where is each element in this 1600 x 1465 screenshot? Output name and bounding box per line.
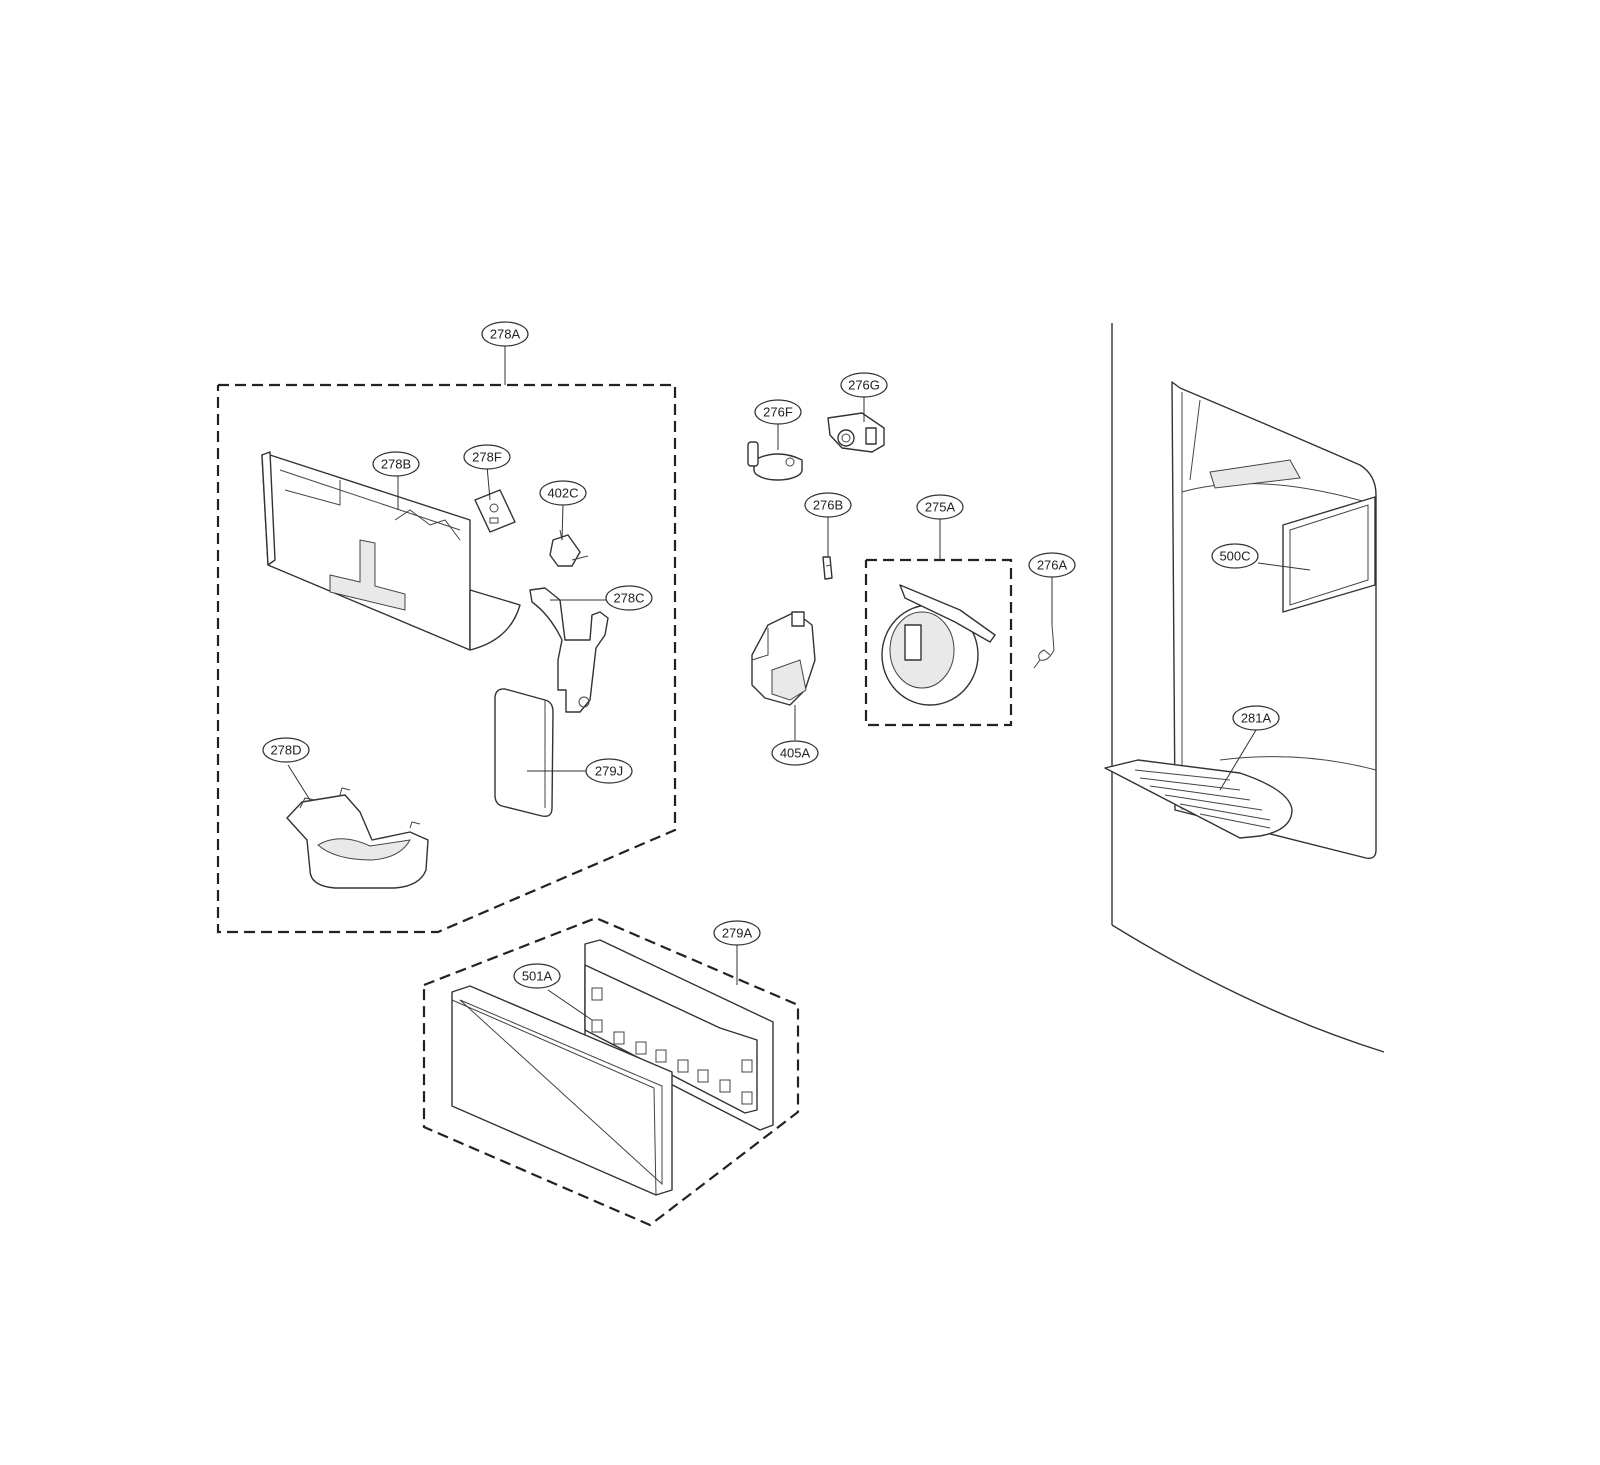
group-box-275A bbox=[864, 558, 1013, 727]
part-278C-lever bbox=[529, 587, 609, 713]
part-279J-paddle bbox=[494, 688, 554, 818]
callout-279A: 279A bbox=[713, 920, 761, 946]
callout-276G: 276G bbox=[840, 372, 888, 398]
callout-500C: 500C bbox=[1211, 543, 1259, 569]
part-402C-micro-switch bbox=[549, 529, 589, 567]
callout-278B: 278B bbox=[372, 451, 420, 477]
part-dispenser-housing-door bbox=[1111, 323, 1385, 1053]
svg-text:281A: 281A bbox=[1241, 711, 1272, 726]
part-278F-plate bbox=[474, 489, 516, 533]
svg-text:276F: 276F bbox=[763, 405, 793, 420]
callout-278F: 278F bbox=[463, 444, 511, 470]
callout-279J: 279J bbox=[585, 758, 633, 784]
callout-402C: 402C bbox=[539, 480, 587, 506]
svg-text:278C: 278C bbox=[613, 591, 644, 606]
part-405A-solenoid bbox=[751, 611, 816, 706]
svg-text:278A: 278A bbox=[490, 327, 521, 342]
svg-text:278B: 278B bbox=[381, 457, 411, 472]
svg-text:276A: 276A bbox=[1037, 558, 1068, 573]
svg-text:402C: 402C bbox=[547, 486, 578, 501]
part-276A-spring bbox=[1033, 624, 1055, 669]
group-box-279A bbox=[422, 916, 800, 1227]
svg-text:279A: 279A bbox=[722, 926, 753, 941]
svg-text:278D: 278D bbox=[270, 743, 301, 758]
svg-text:278F: 278F bbox=[472, 450, 502, 465]
svg-text:501A: 501A bbox=[522, 969, 553, 984]
callout-275A: 275A bbox=[916, 494, 964, 520]
part-276G-bracket bbox=[827, 412, 885, 453]
callout-278D: 278D bbox=[262, 737, 310, 763]
part-276F-cam bbox=[747, 441, 803, 481]
group-box-278A bbox=[216, 383, 677, 934]
part-275A-flap bbox=[881, 584, 996, 706]
callout-501A: 501A bbox=[513, 963, 561, 989]
callout-281A: 281A bbox=[1232, 705, 1280, 731]
svg-text:276G: 276G bbox=[848, 378, 880, 393]
svg-text:279J: 279J bbox=[595, 764, 623, 779]
part-279A-display-cover bbox=[451, 985, 673, 1196]
part-278B-dispenser-frame bbox=[261, 451, 521, 651]
svg-text:405A: 405A bbox=[780, 746, 811, 761]
part-276B-pin bbox=[822, 556, 833, 580]
svg-text:276B: 276B bbox=[813, 498, 843, 513]
callout-405A: 405A bbox=[771, 740, 819, 766]
svg-text:500C: 500C bbox=[1219, 549, 1250, 564]
callout-276F: 276F bbox=[754, 399, 802, 425]
callout-278A: 278A bbox=[481, 321, 529, 347]
part-281A-drip-tray bbox=[1104, 759, 1293, 839]
leader-lines bbox=[287, 346, 1311, 1021]
part-278D-chute bbox=[286, 787, 429, 889]
callout-278C: 278C bbox=[605, 585, 653, 611]
callout-276A: 276A bbox=[1028, 552, 1076, 578]
callout-276B: 276B bbox=[804, 492, 852, 518]
part-500C-board bbox=[1282, 496, 1376, 613]
svg-text:275A: 275A bbox=[925, 500, 956, 515]
